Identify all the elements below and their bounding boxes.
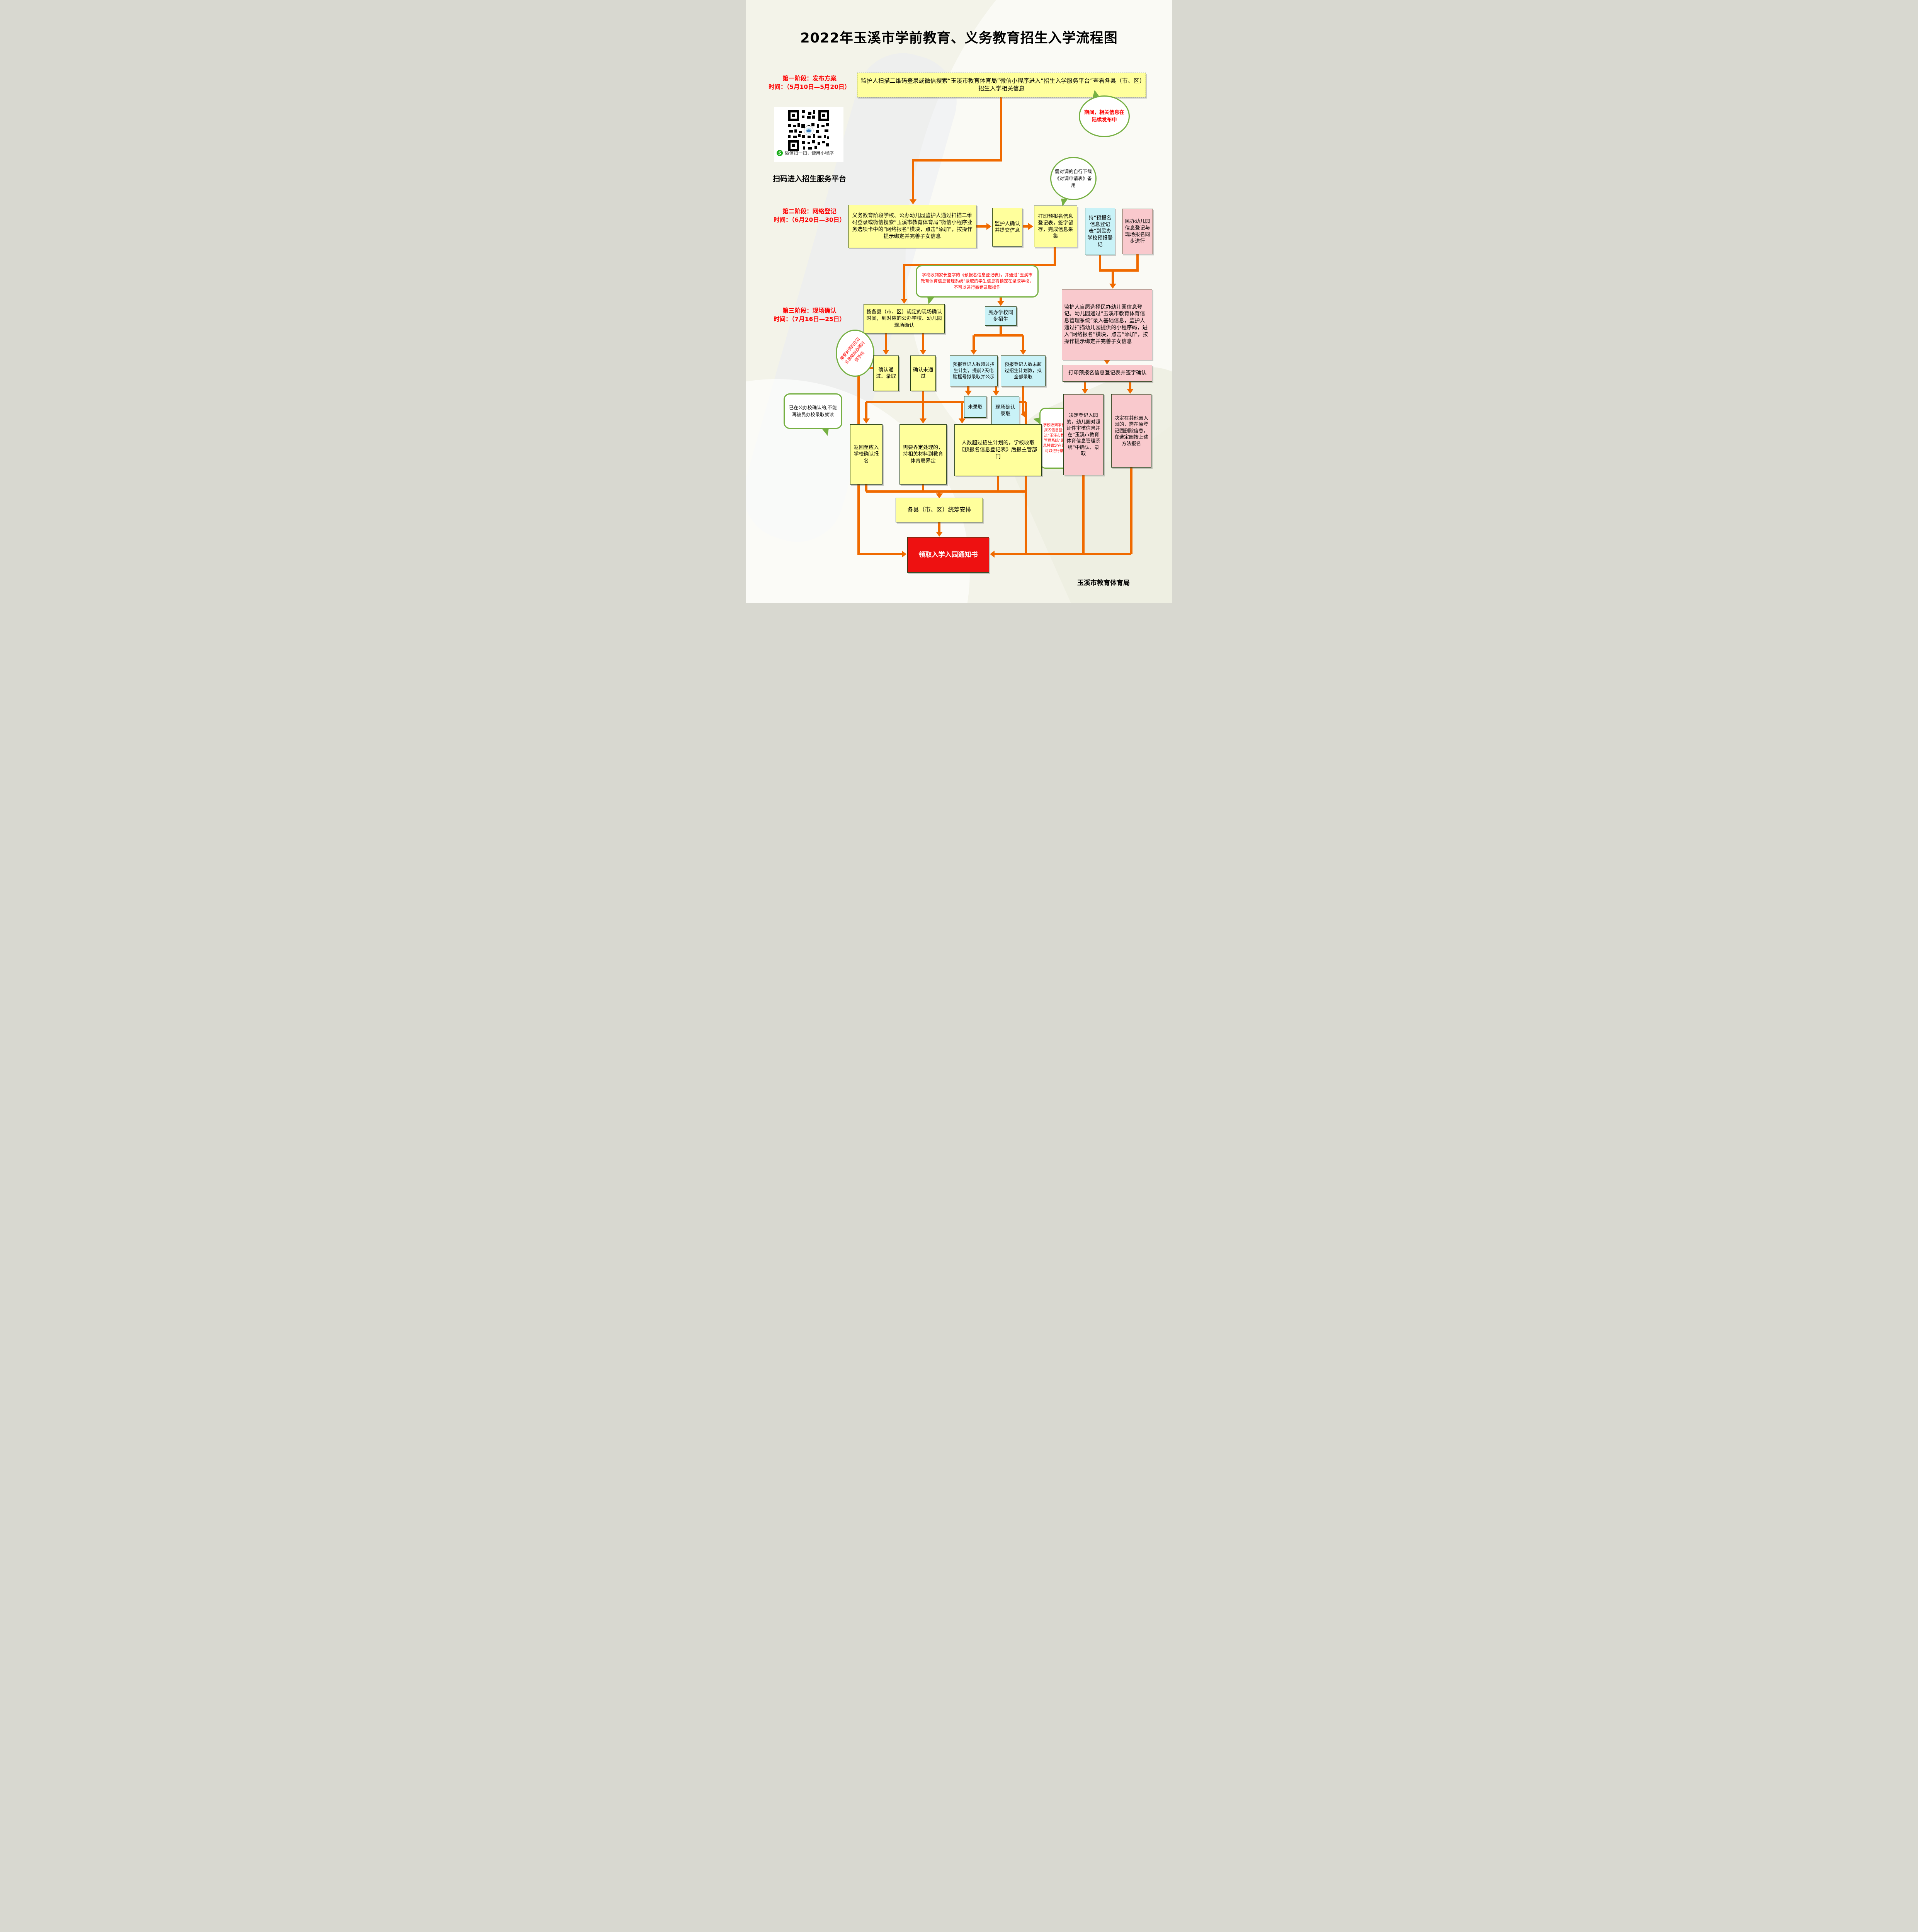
bubble-swap-text: 需要对调的在正式录取前办理对调手续 bbox=[839, 337, 866, 366]
box-coordinate: 各县（市、区）统筹安排 bbox=[896, 498, 983, 522]
bubble-info-ongoing: 期间，相关信息在陆续发布中 bbox=[1079, 95, 1130, 137]
box-private-kg-info: 监护人自愿选择民办幼儿园信息登记。幼儿园通过“玉溪市教育体育信息管理系统”录入基… bbox=[1062, 289, 1152, 360]
box-receive-notice: 领取入学入园通知书 bbox=[907, 537, 989, 573]
box-s2-hold-form: 持“预报名信息登记表”到民办学校预报登记 bbox=[1085, 208, 1115, 255]
bubble-tail bbox=[1033, 417, 1040, 424]
qr-logo bbox=[806, 129, 811, 132]
wechat-icon: S bbox=[777, 150, 783, 156]
box-s2-confirm: 监护人确认并提交信息 bbox=[992, 208, 1022, 247]
bubble-tail bbox=[821, 428, 829, 436]
bubble-tail bbox=[1093, 90, 1100, 97]
box-s2-print: 打印预报名信息登记表，签字留存，完成信息采集 bbox=[1034, 206, 1077, 247]
stage3-label: 第三阶段：现场确认 时间：（7月16日—25日） bbox=[763, 306, 856, 324]
box-decide-other: 决定在其他园入园的，需在原登记园删除信息，在选定园按上述方法报名 bbox=[1111, 394, 1151, 468]
stage1-time: 时间：（5月10日—5月20日） bbox=[769, 83, 850, 91]
qr-panel: S 微信扫一扫，使用小程序 bbox=[774, 107, 843, 162]
page-title: 2022年玉溪市学前教育、义务教育招生入学流程图 bbox=[800, 31, 1118, 46]
flowchart-poster: 2022年玉溪市学前教育、义务教育招生入学流程图 第一阶段：发布方案 时间：（5… bbox=[746, 0, 1172, 603]
box-decide-enroll: 决定登记入园的，幼儿园对照证件审核信息并在“玉溪市教育体育信息管理系统”中确认、… bbox=[1063, 394, 1104, 475]
box-return-school: 返回至应入学校确认报名 bbox=[850, 424, 882, 485]
footer-org: 玉溪市教育体育局 bbox=[1077, 579, 1130, 587]
box-print-sign: 打印预报名信息登记表并签字确认 bbox=[1063, 365, 1152, 382]
bubble-swap-before: 需要对调的在正式录取前办理对调手续 bbox=[836, 330, 874, 377]
qr-scan-hint: 微信扫一扫，使用小程序 bbox=[785, 150, 834, 156]
bubble-tail bbox=[927, 297, 935, 304]
box-need-define: 需要界定处理的，持相关材料到教育体育局界定 bbox=[899, 424, 947, 485]
box-onsite-admitted: 现场确认录取 bbox=[991, 396, 1019, 425]
box-private-school-sync: 民办学校同步招生 bbox=[985, 306, 1017, 326]
stage1-name: 第一阶段：发布方案 bbox=[782, 75, 837, 82]
box-not-admitted: 未录取 bbox=[964, 396, 986, 418]
stage2-label: 第二阶段：网络登记 时间：（6月20日—30日） bbox=[763, 207, 856, 224]
bubble-tail bbox=[1061, 199, 1068, 206]
box-stage1-notice: 监护人扫描二维码登录或微信搜索“玉溪市教育体育局”微信小程序进入“招生入学服务平… bbox=[857, 73, 1146, 97]
qr-scan-row: S 微信扫一扫，使用小程序 bbox=[772, 150, 838, 156]
stage2-name: 第二阶段：网络登记 bbox=[782, 208, 837, 215]
stage3-time: 时间：（7月16日—25日） bbox=[774, 316, 845, 323]
box-s3-main: 按各县（市、区）规定的现场确认时间，到对应的公办学校、幼儿园现场确认 bbox=[864, 304, 945, 333]
bubble-lock-note: 学校收到家长签字的《预报名信息登记表》，并通过“玉溪市教育体育信息管理系统”录取… bbox=[916, 265, 1039, 298]
stage2-time: 时间：（6月20日—30日） bbox=[774, 216, 845, 224]
box-under-plan: 预报登记人数未超过招生计划数，拟全部录取 bbox=[1001, 355, 1046, 386]
box-s2-private-sync: 民办幼儿园信息登记与现场报名同步进行 bbox=[1122, 209, 1153, 254]
stage3-name: 第三阶段：现场确认 bbox=[782, 307, 837, 314]
box-s2-main: 义务教育阶段学校、公办幼儿园监护人通过扫描二维码登录或微信搜索“玉溪市教育体育局… bbox=[848, 205, 976, 248]
box-over-plan: 预报登记人数超过招生计划，提前2天电脑摇号拟录取并公示 bbox=[950, 355, 998, 386]
box-confirm-pass: 确认通过、录取 bbox=[873, 355, 899, 391]
bubble-public-confirmed: 已在公办校确认的,不能再被民办校录取就读 bbox=[784, 393, 842, 429]
stage1-label: 第一阶段：发布方案 时间：（5月10日—5月20日） bbox=[763, 74, 856, 92]
qr-caption: 扫码进入招生服务平台 bbox=[772, 175, 846, 183]
box-confirm-fail: 确认未通过 bbox=[910, 355, 936, 391]
qr-code bbox=[787, 109, 830, 152]
box-over-quota: 人数超过招生计划的，学校收取《预报名信息登记表》后报主管部门 bbox=[954, 424, 1042, 476]
bubble-download-swap: 需对调的自行下载《对调申请表》备用 bbox=[1050, 157, 1097, 200]
